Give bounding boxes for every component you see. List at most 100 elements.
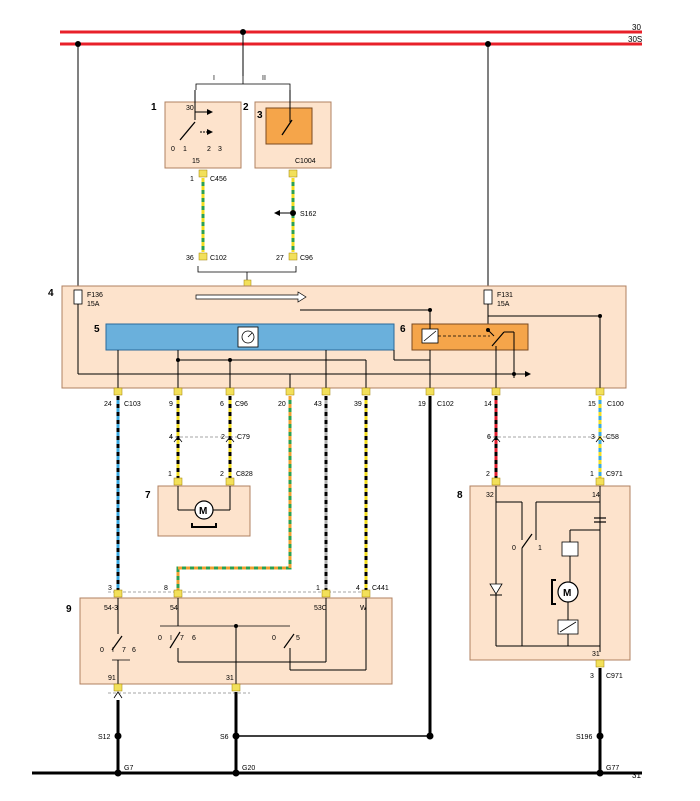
c441b-chevron-1 bbox=[113, 691, 123, 699]
c102-label: C102 bbox=[210, 255, 227, 262]
c971-label: C971 bbox=[606, 471, 623, 478]
s6-label: S6 bbox=[220, 734, 229, 741]
range-bracket bbox=[195, 76, 291, 90]
c102-pin bbox=[198, 252, 208, 261]
c1004-pin bbox=[288, 169, 298, 178]
c441b-pin1 bbox=[113, 683, 123, 692]
component-8-number: 8 bbox=[457, 490, 463, 501]
wire-20-to-9-stripe bbox=[176, 396, 292, 590]
fuse-f131-rating: 15A bbox=[497, 301, 510, 308]
c8-thermal bbox=[561, 541, 579, 557]
c9-sw3-5: 5 bbox=[296, 635, 300, 642]
motor-7-label: M bbox=[199, 506, 207, 517]
c9-sw1-i: I bbox=[112, 647, 114, 654]
c9-sw3 bbox=[283, 633, 295, 649]
relay-coil-diag bbox=[423, 330, 437, 342]
c971-pin2 bbox=[595, 477, 605, 486]
c456-pin-number: 1 bbox=[190, 176, 194, 183]
c971b-label: C971 bbox=[606, 673, 623, 680]
c58-chevron-2 bbox=[595, 436, 605, 443]
c441-top-pins bbox=[113, 589, 371, 598]
c441-pin-4: 4 bbox=[356, 585, 360, 592]
c9-pin-54: 54 bbox=[170, 605, 178, 612]
c58-pin2-number: 3 bbox=[591, 434, 595, 441]
pin-20-number: 20 bbox=[278, 401, 286, 408]
range-ii-label: II bbox=[262, 75, 266, 82]
c8-sw-contact bbox=[521, 533, 533, 549]
c8-diode bbox=[489, 583, 503, 595]
c828-pin1 bbox=[173, 477, 183, 486]
c100-pin2-number: 15 bbox=[588, 401, 596, 408]
s196-label: S196 bbox=[576, 734, 592, 741]
ground-g77 bbox=[596, 769, 604, 777]
component-4-number: 4 bbox=[48, 288, 54, 299]
ground-g20 bbox=[232, 769, 240, 777]
c8-pin-14: 14 bbox=[592, 492, 600, 499]
motor-8-base bbox=[551, 579, 556, 605]
c102b-pin-number: 19 bbox=[418, 401, 426, 408]
fuse-f136-id: F136 bbox=[87, 292, 103, 299]
c828-label: C828 bbox=[236, 471, 253, 478]
c79-chevron-2 bbox=[225, 436, 235, 443]
c79-pin2-number: 2 bbox=[221, 434, 225, 441]
relay-bus-dot bbox=[512, 372, 516, 376]
c9-pin-91: 91 bbox=[108, 675, 116, 682]
component-1-box bbox=[164, 101, 242, 169]
module-bus-arrow bbox=[195, 291, 307, 303]
c828-pin2-number: 2 bbox=[220, 471, 224, 478]
c828-pin-number: 1 bbox=[168, 471, 172, 478]
component-3-box bbox=[265, 107, 313, 145]
c79-chevron-1 bbox=[173, 436, 183, 443]
motor-7-icon bbox=[194, 500, 214, 520]
motor-7-base bbox=[191, 523, 217, 528]
c79-label: C79 bbox=[237, 434, 250, 441]
component-6-number: 6 bbox=[400, 324, 406, 335]
c1-pin-2: 2 bbox=[207, 146, 211, 153]
component-5-number: 5 bbox=[94, 324, 100, 335]
c8-sw-1: 1 bbox=[538, 545, 542, 552]
c58-pin-number: 6 bbox=[487, 434, 491, 441]
component-2-number: 2 bbox=[243, 102, 249, 113]
c3-contact bbox=[281, 119, 293, 136]
c1-pin-1: 1 bbox=[183, 146, 187, 153]
c971-pin1 bbox=[491, 477, 501, 486]
c441-pin-5: 3 bbox=[108, 585, 112, 592]
c1-pin-15: 15 bbox=[192, 158, 200, 165]
c9-sw3-0: 0 bbox=[272, 635, 276, 642]
c79-pin-number: 4 bbox=[169, 434, 173, 441]
c100-label: C100 bbox=[607, 401, 624, 408]
c96-pin bbox=[288, 252, 298, 261]
component-9-number: 9 bbox=[66, 604, 72, 615]
c971b-pin-number: 3 bbox=[590, 673, 594, 680]
c100-pin-number: 14 bbox=[484, 401, 492, 408]
module-bottom-pins bbox=[113, 387, 605, 396]
splice-s6-right bbox=[426, 732, 434, 740]
c971-pin-number: 2 bbox=[486, 471, 490, 478]
c441-pin-10: 8 bbox=[164, 585, 168, 592]
component-7-number: 7 bbox=[145, 490, 151, 501]
c1-contact bbox=[179, 121, 196, 141]
c103-label: C103 bbox=[124, 401, 141, 408]
rail-30-label: 30 bbox=[632, 23, 641, 32]
g77-label: G77 bbox=[606, 765, 619, 772]
c441-label-top: C441 bbox=[372, 585, 389, 592]
c9-pin-w: W bbox=[360, 605, 367, 612]
c9-sw2-6: 6 bbox=[192, 635, 196, 642]
splice-s6 bbox=[232, 732, 240, 740]
c9-sw1-6: 6 bbox=[132, 647, 136, 654]
c9-sw2-i: I bbox=[170, 635, 172, 642]
pin-39-number: 39 bbox=[354, 401, 362, 408]
s12-label: S12 bbox=[98, 734, 111, 741]
c96-label: C96 bbox=[300, 255, 313, 262]
c96-pin-number: 27 bbox=[276, 255, 284, 262]
pin-43-number: 43 bbox=[314, 401, 322, 408]
c9-pin-31: 31 bbox=[226, 675, 234, 682]
g20-label: G20 bbox=[242, 765, 255, 772]
component-1-number: 1 bbox=[151, 102, 157, 113]
c5-timer-hand bbox=[247, 332, 253, 338]
c58-chevron-1 bbox=[491, 436, 501, 443]
c9-sw1 bbox=[111, 635, 123, 651]
fuse-f131 bbox=[483, 289, 493, 305]
c9-sw1-7: 7 bbox=[122, 647, 126, 654]
